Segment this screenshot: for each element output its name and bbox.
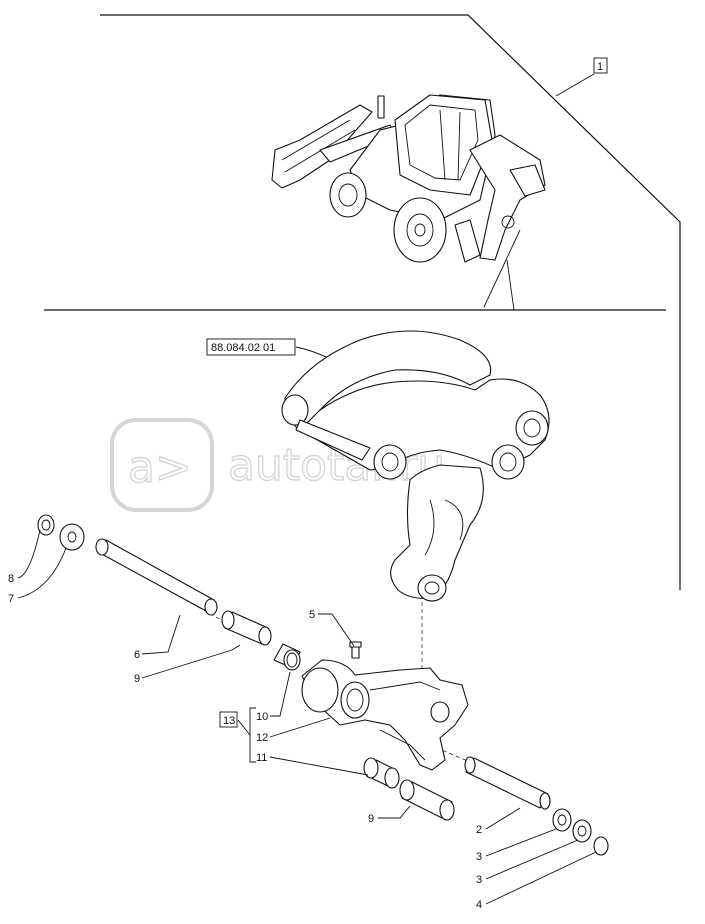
callout-4: 4 <box>476 899 482 911</box>
watermark-logo-glyph: a> <box>128 442 192 493</box>
callout-11: 11 <box>256 752 267 764</box>
callout-13-label: 13 <box>223 715 235 727</box>
callout-8: 8 <box>8 573 14 585</box>
part-11-ring <box>363 757 400 789</box>
callout-leaders <box>17 529 597 905</box>
part-6-pin <box>95 538 218 616</box>
part-3-washer-b <box>572 819 592 843</box>
frame-lines <box>44 14 681 590</box>
reference-label-text: 88.084.02 01 <box>211 342 275 354</box>
callout-13-box: 13 <box>219 711 238 728</box>
machine-overview <box>271 94 546 263</box>
callout-1-box: 1 <box>593 57 608 74</box>
callout-3-upper: 3 <box>476 851 482 863</box>
callout-9-lower: 9 <box>368 813 374 825</box>
callout-2: 2 <box>476 824 482 836</box>
callout-7: 7 <box>8 593 14 605</box>
part-7-washer <box>59 523 85 551</box>
callout-9-upper: 9 <box>134 673 140 685</box>
callout-6: 6 <box>134 649 140 661</box>
part-5-grease-nipple <box>349 641 362 659</box>
part-8-cap <box>37 514 55 536</box>
callout-10: 10 <box>256 711 268 723</box>
part-2-pin <box>464 756 551 810</box>
part-10-ring <box>273 643 301 671</box>
callout-5: 5 <box>309 609 315 621</box>
callout-3-lower: 3 <box>476 874 482 886</box>
part-4-cap <box>593 836 609 856</box>
part-9-bushing-lower <box>399 779 455 821</box>
overview-leaders <box>483 73 595 311</box>
callout-12: 12 <box>256 732 268 744</box>
callout-labels: 8 7 6 9 5 10 12 11 9 2 3 3 4 <box>8 573 482 911</box>
boom-frame <box>281 330 550 602</box>
callout-1-label: 1 <box>597 61 603 73</box>
part-3-washer-a <box>552 808 572 832</box>
part-12-bracket <box>301 659 469 771</box>
reference-label: 88.084.02 01 <box>206 338 341 366</box>
watermark-logo-icon <box>110 418 214 512</box>
part-9-bushing-upper <box>221 610 272 646</box>
